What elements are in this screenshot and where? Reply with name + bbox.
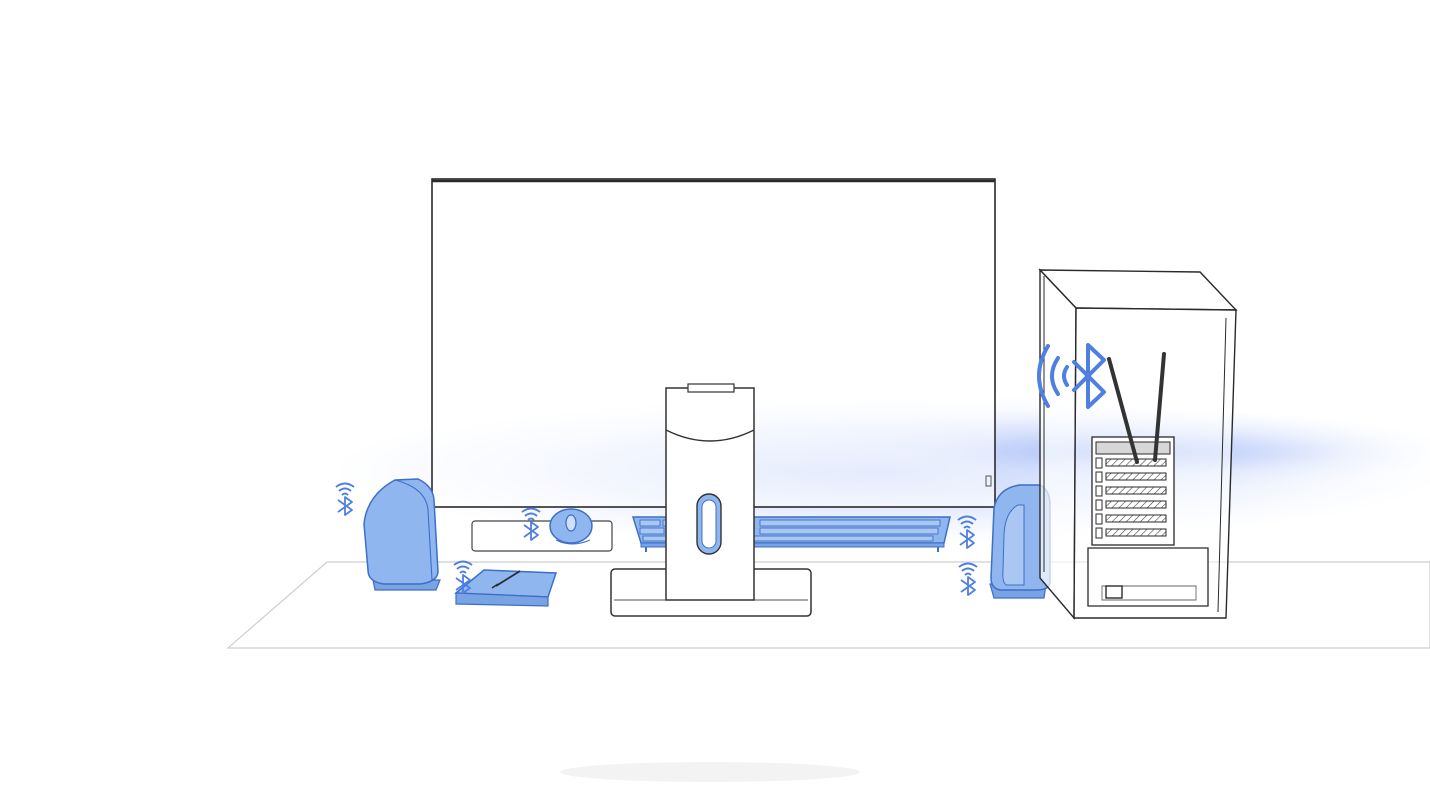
bluetooth-adapter-antennas	[1107, 352, 1166, 464]
floor-shadow	[560, 762, 860, 782]
monitor-stand	[610, 383, 812, 617]
drawing-tablet	[454, 569, 558, 607]
mouse	[549, 508, 593, 545]
bluetooth-emblem-icon	[1037, 343, 1106, 409]
left-speaker	[363, 478, 441, 591]
right-speaker	[989, 484, 1051, 599]
